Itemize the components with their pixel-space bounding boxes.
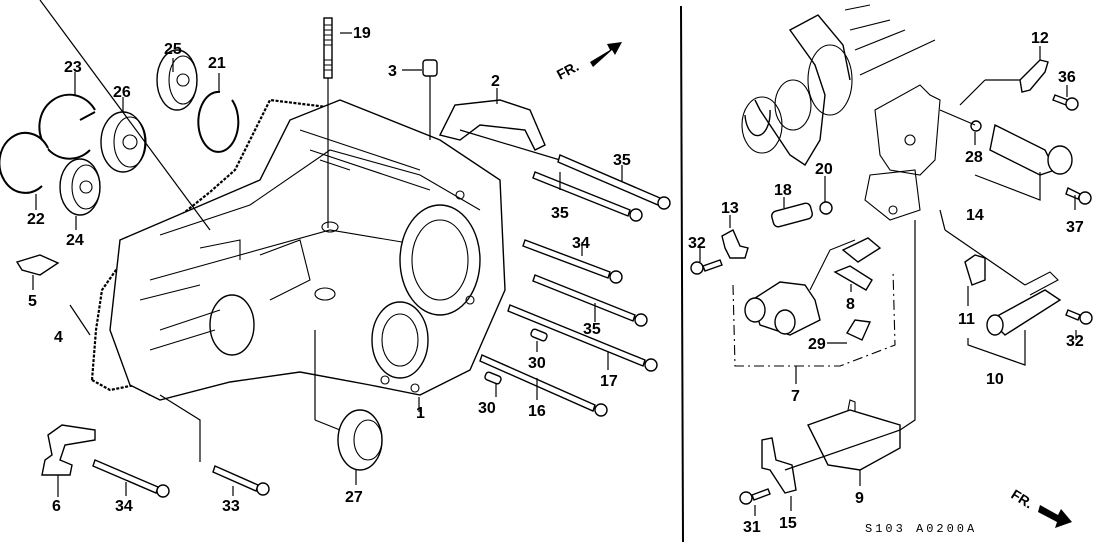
callout-33[interactable]: 33 [222,498,240,515]
bracket-part-6[interactable] [41,424,96,476]
callout-34-lower[interactable]: 34 [115,498,133,515]
plate-part-5[interactable] [15,254,60,276]
callout-4[interactable]: 4 [54,329,63,346]
cover-part-9[interactable] [807,220,916,471]
bolt-31[interactable] [739,488,771,505]
callout-32-right[interactable]: 32 [1066,333,1084,350]
callout-30-upper[interactable]: 30 [528,355,546,372]
callout-11[interactable]: 11 [958,311,975,328]
left-panel: FR. 1 2 3 4 5 6 16 17 19 21 22 23 24 25 … [0,0,671,515]
snap-ring-23[interactable] [38,93,96,160]
bolt-35-middle[interactable] [532,171,643,222]
callout-32-left[interactable]: 32 [688,235,706,252]
transmission-case[interactable] [109,99,506,401]
callout-1[interactable]: 1 [416,405,425,422]
bolt-36[interactable] [1052,94,1079,111]
bracket-part-12[interactable] [1019,59,1049,93]
callout-20[interactable]: 20 [815,161,833,178]
callout-23[interactable]: 23 [64,59,82,76]
bracket-part-13[interactable] [721,229,749,259]
callout-21[interactable]: 21 [208,55,226,72]
callout-37[interactable]: 37 [1066,219,1084,236]
callout-9[interactable]: 9 [855,490,864,507]
assembly-group-7 [732,269,896,367]
drawing-code: S103 A0200A [865,522,977,536]
right-panel: 7 8 9 10 11 12 13 14 15 18 20 28 29 31 3… [688,4,1093,536]
callout-35-middle[interactable]: 35 [551,205,569,222]
bolt-35-upper[interactable] [459,129,671,210]
callout-12[interactable]: 12 [1031,30,1049,47]
callout-28[interactable]: 28 [965,149,983,166]
leader-lines-right [699,46,1077,516]
arrow-icon-right [1038,505,1072,528]
clip-part-29[interactable] [845,319,872,341]
callout-35-upper[interactable]: 35 [613,152,631,169]
bracket-part-2[interactable] [438,99,546,151]
bolt-34-upper[interactable] [522,239,623,284]
o-ring-28[interactable] [970,120,982,132]
callout-17[interactable]: 17 [600,373,618,390]
bearing-26[interactable] [100,111,147,173]
bolt-17[interactable] [507,304,658,372]
bolt-32-left[interactable] [690,259,723,275]
callout-24[interactable]: 24 [66,232,84,249]
bearing-24[interactable] [59,158,101,216]
callout-16[interactable]: 16 [528,403,546,420]
callout-13[interactable]: 13 [721,200,739,217]
bolt-34-lower[interactable] [92,459,170,498]
bolt-37[interactable] [1065,187,1092,205]
callout-19[interactable]: 19 [353,25,371,42]
callout-35-lower[interactable]: 35 [583,321,601,338]
front-direction-indicator-right: FR. [1008,486,1072,528]
solenoid-part-14[interactable] [939,109,1073,176]
gasket-part-11[interactable] [964,254,986,286]
fr-label: FR. [554,58,581,83]
callout-36[interactable]: 36 [1058,69,1076,86]
bolt-32-right[interactable] [1065,309,1093,325]
callout-3[interactable]: 3 [388,63,397,80]
shift-solenoid-assembly[interactable] [744,237,882,336]
bearing-25[interactable] [156,49,198,111]
callout-31[interactable]: 31 [743,519,761,536]
callout-7[interactable]: 7 [791,388,800,405]
solenoid-part-10[interactable] [986,271,1062,336]
bolt-35-lower[interactable] [532,274,648,327]
bolt-33[interactable] [159,394,270,496]
front-direction-indicator: FR. [554,42,622,83]
fr-label-right: FR. [1008,486,1036,512]
snap-ring-21[interactable] [197,90,240,153]
dowel-pin-30-upper[interactable] [530,328,548,342]
callout-6[interactable]: 6 [52,498,61,515]
callout-29[interactable]: 29 [808,336,826,353]
callout-8[interactable]: 8 [846,296,855,313]
oil-seal-27[interactable] [314,330,383,471]
callout-14[interactable]: 14 [966,207,984,224]
callout-34-upper[interactable]: 34 [572,235,590,252]
callout-5[interactable]: 5 [28,293,37,310]
bracket-part-15[interactable] [761,437,797,494]
plug-part-18[interactable] [771,202,814,228]
dowel-pin-30-lower[interactable] [484,371,502,385]
callout-2[interactable]: 2 [491,73,500,90]
leader-lines [32,32,623,497]
callout-10[interactable]: 10 [986,371,1004,388]
callout-18[interactable]: 18 [774,182,792,199]
fitting-part-3[interactable] [422,59,438,77]
arrow-icon [590,42,622,67]
stud-bolt[interactable] [323,17,333,228]
panel-divider [680,5,684,543]
callout-30-lower[interactable]: 30 [478,400,496,417]
harness-clip-8[interactable] [833,265,873,291]
transmission-housing[interactable] [741,4,941,221]
snap-ring-22[interactable] [0,131,49,194]
callout-27[interactable]: 27 [345,489,363,506]
callout-22[interactable]: 22 [27,211,45,228]
callout-26[interactable]: 26 [113,84,131,101]
washer-part-20[interactable] [819,201,833,215]
callout-25[interactable]: 25 [164,41,182,58]
callout-15[interactable]: 15 [779,515,797,532]
